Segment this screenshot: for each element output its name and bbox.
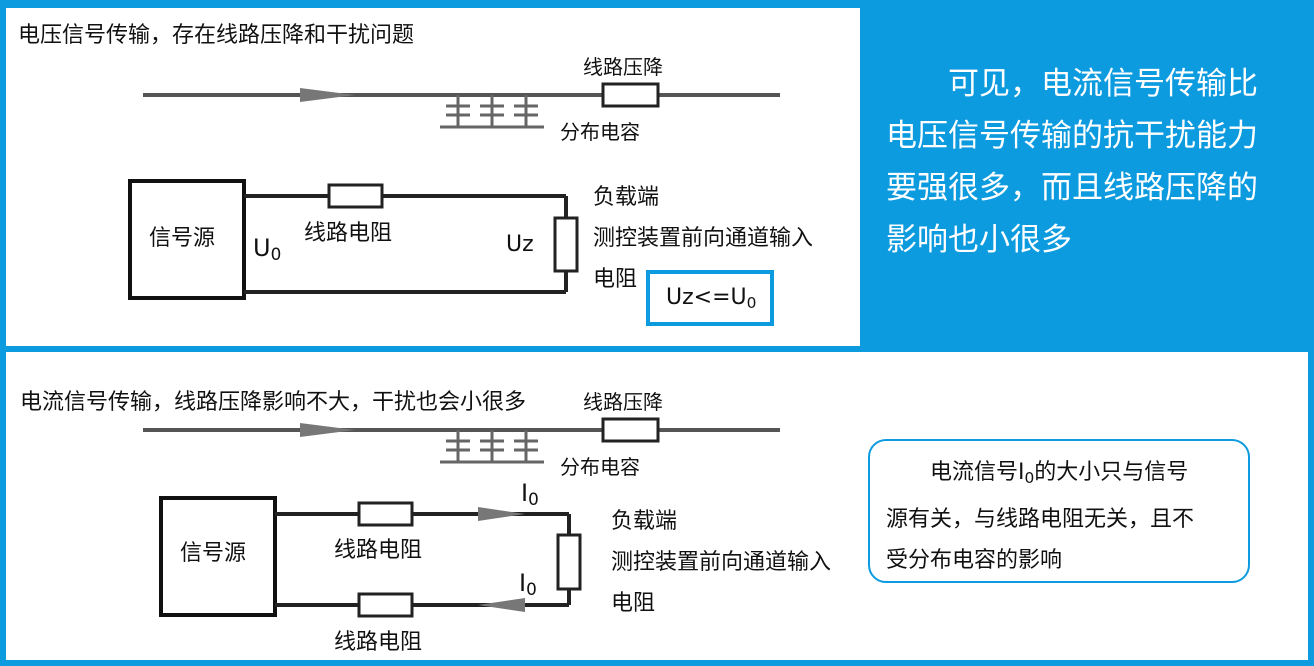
note-line-1: 电流信号I0的大小只与信号	[886, 460, 1189, 487]
bottom-signal-source-box	[159, 496, 277, 617]
bottom-line-arrow	[300, 423, 355, 437]
callout-line-3: 要强很多，而且线路压降的	[886, 170, 1258, 206]
top-load-line-2: 测控装置前向通道输入	[593, 226, 814, 251]
top-line-drop-resistor	[601, 82, 660, 108]
top-uz-label: Uz	[506, 232, 534, 257]
note-text: 电流信号I0的大小只与信号 源有关，与线路电阻无关，且不 受分布电容的影响	[886, 452, 1238, 581]
bottom-top-resistor	[357, 501, 414, 527]
top-load-resistor	[553, 216, 579, 273]
top-line-resistance-label: 线路电阻	[304, 221, 393, 246]
bottom-line-resistance-top: 线路电阻	[334, 538, 423, 563]
top-heading: 电压信号传输，存在线路压降和干扰问题	[18, 23, 415, 48]
callout-line-4: 影响也小很多	[886, 222, 1072, 258]
bottom-source-label: 信号源	[180, 541, 247, 566]
formula-text: Uz<=U0	[666, 285, 757, 312]
note-line-2: 源有关，与线路电阻无关，且不	[886, 506, 1195, 532]
top-line-drop-label: 线路压降	[583, 55, 663, 79]
bottom-load-line-3: 电阻	[611, 591, 656, 616]
i0-label-bottom: I0	[519, 569, 537, 600]
top-load-line-1: 负载端	[593, 185, 660, 210]
bottom-load-resistor	[556, 533, 582, 591]
current-arrow-return	[478, 598, 525, 612]
bottom-heading: 电流信号传输，线路压降影响不大，干扰也会小很多	[20, 390, 527, 415]
callout-line-2: 电压信号传输的抗干扰能力	[886, 118, 1258, 154]
formula-box	[646, 270, 774, 326]
bottom-line-drop-label: 线路压降	[583, 390, 663, 414]
note-line-3: 受分布电容的影响	[886, 547, 1063, 573]
top-line-resistor	[327, 183, 384, 209]
bottom-load-line-1: 负载端	[611, 509, 678, 534]
top-u0-label: U0	[253, 234, 282, 265]
top-circuit-wires	[244, 194, 568, 294]
bottom-load-line-2: 测控装置前向通道输入	[611, 550, 832, 575]
bottom-return-resistor	[357, 592, 414, 618]
bottom-line-drop-resistor	[601, 417, 660, 443]
top-distributed-capacitors	[440, 95, 544, 129]
top-signal-source-box	[128, 179, 246, 300]
note-box	[868, 439, 1250, 583]
bottom-capacitance-label: 分布电容	[560, 455, 640, 479]
callout-line-1: 可见，电流信号传输比	[886, 66, 1258, 102]
i0-label-top: I0	[521, 479, 539, 510]
top-source-label: 信号源	[149, 226, 216, 251]
top-line-arrow	[300, 88, 355, 102]
bottom-line-resistance-bottom: 线路电阻	[334, 630, 423, 655]
current-arrow-forward	[478, 507, 525, 521]
top-capacitance-label: 分布电容	[560, 120, 640, 144]
top-load-line-3: 电阻	[593, 267, 638, 292]
bottom-distributed-capacitors	[440, 430, 544, 464]
